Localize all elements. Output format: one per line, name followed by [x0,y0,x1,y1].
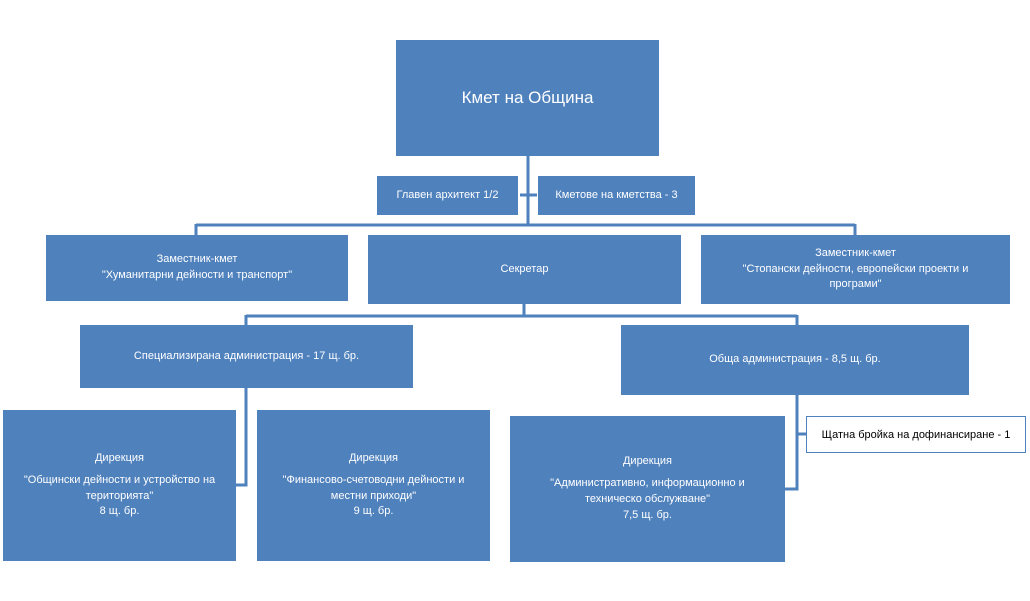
secretary-label: Секретар [500,262,549,275]
directorate-admin-box: Дирекция "Административно, информационно… [510,416,785,562]
specialized-admin-label: Специализирана администрация - 17 щ. бр. [133,349,360,362]
specialized-admin-box: Специализирана администрация - 17 щ. бр. [80,325,413,388]
directorate-finance-line2: местни приходи" [330,489,417,502]
secretary-box: Секретар [368,235,681,304]
directorate-admin-line2: техническо обслужване" [584,493,711,505]
directorate-admin-line1: "Административно, информационно и [550,477,745,490]
directorate-municipal-staff: 8 щ. бр. [99,505,140,518]
cofunding-position-label: Щатна бройка на дофинансиране - 1 [821,428,1011,441]
directorate-finance-line1: "Финансово-счетоводни дейности и [282,473,465,486]
deputy-left-title: Заместник-кмет [156,253,238,266]
chief-architect-label: Главен архитект 1/2 [396,188,499,201]
chief-architect-box: Главен архитект 1/2 [377,176,518,215]
directorate-admin-title: Дирекция [622,455,673,468]
directorate-finance-staff: 9 щ. бр. [353,505,394,518]
mayor-box: Кмет на Община [396,40,659,156]
deputy-mayor-right-box: Заместник-кмет "Стопански дейности, евро… [701,235,1010,304]
general-admin-box: Обща администрация - 8,5 щ. бр. [621,325,969,395]
directorate-finance-title: Дирекция [348,451,399,464]
directorate-municipal-line1: "Общински дейности и устройство на [23,473,216,486]
deputy-right-area-line1: "Стопански дейности, европейски проекти … [742,262,969,275]
cofunding-position-box: Щатна бройка на дофинансиране - 1 [806,416,1026,453]
directorate-municipal-line2: територията" [85,489,154,502]
directorate-finance-box: Дирекция "Финансово-счетоводни дейности … [257,410,490,561]
deputy-right-title: Заместник-кмет [815,246,896,259]
general-admin-label: Обща администрация - 8,5 щ. бр. [709,353,881,366]
directorate-admin-staff: 7,5 щ. бр. [623,508,672,521]
directorate-municipal-box: Дирекция "Общински дейности и устройство… [3,410,236,561]
mayor-label: Кмет на Община [461,87,594,107]
village-mayors-label: Кметове на кметства - 3 [555,188,678,201]
deputy-mayor-left-box: Заместник-кмет "Хуманитарни дейности и т… [46,235,348,301]
deputy-left-area: "Хуманитарни дейности и транспорт" [101,269,293,281]
village-mayors-box: Кметове на кметства - 3 [538,176,695,215]
directorate-municipal-title: Дирекция [94,451,145,464]
deputy-right-area-line2: програми" [829,278,882,291]
